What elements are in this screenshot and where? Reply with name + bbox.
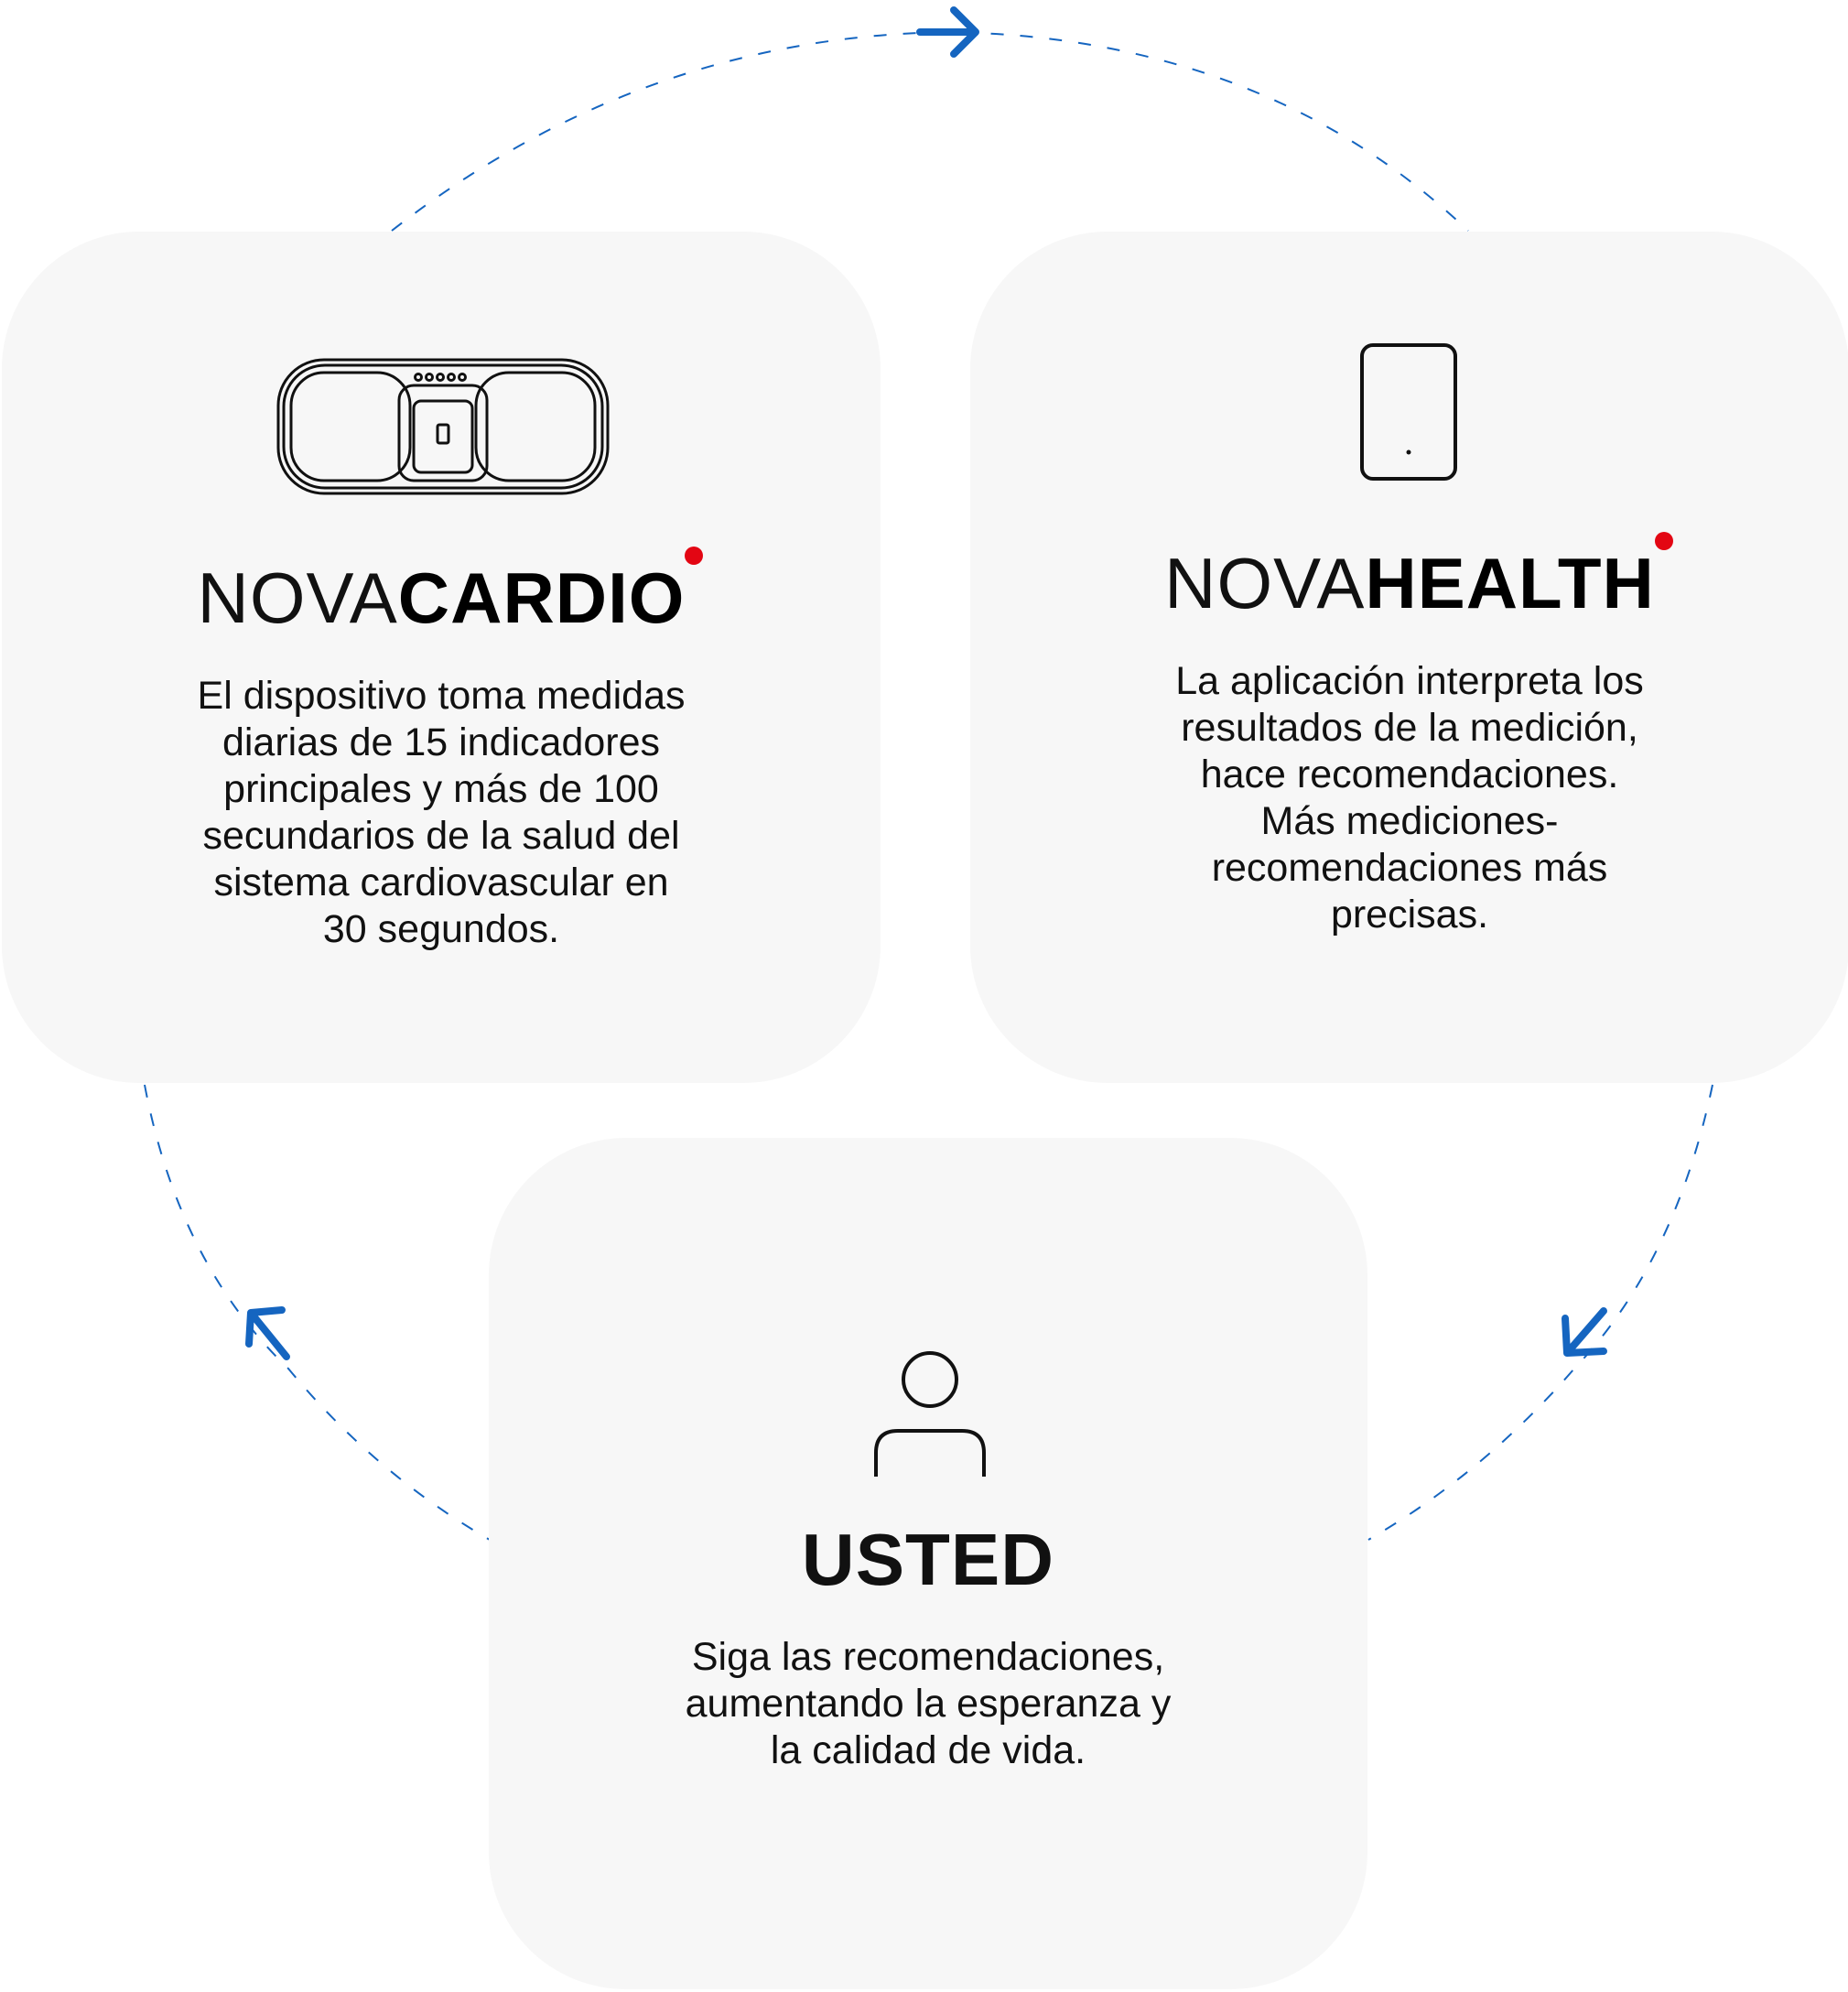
description-line: recomendaciones más <box>1211 846 1608 890</box>
dashed-cycle-path <box>144 30 1713 1541</box>
description-line: precisas. <box>1330 893 1489 936</box>
card-description: La aplicación interpreta los resultados … <box>1025 658 1794 938</box>
brand-logo-novacardio: NOVACARDIO <box>2 547 881 633</box>
arrow-right-icon <box>916 6 979 58</box>
dashed-path-right <box>1367 1084 1713 1541</box>
description-line: secundarios de la salud del <box>202 814 680 858</box>
card-title: USTED <box>801 1519 1055 1600</box>
description-line: sistema cardiovascular en <box>213 861 669 904</box>
description-line: principales y más de 100 <box>223 767 659 811</box>
description-line: aumentando la esperanza y <box>685 1682 1172 1726</box>
red-dot-icon <box>1654 532 1673 550</box>
description-line: diarias de 15 indicadores <box>222 720 661 764</box>
brand-name: CARDIO <box>397 547 704 638</box>
brand-prefix: NOVA <box>197 558 398 638</box>
card-description: El dispositivo toma medidas diarias de 1… <box>57 673 826 953</box>
card-novacardio: NOVACARDIO El dispositivo toma medidas d… <box>2 232 881 1083</box>
brand-name: HEALTH <box>1365 532 1673 623</box>
arrow-up-left-icon <box>245 1306 290 1360</box>
smartphone-icon <box>1360 343 1457 481</box>
card-description: Siga las recomendaciones, aumentando la … <box>544 1634 1313 1774</box>
card-usted: USTED Siga las recomendaciones, aumentan… <box>489 1138 1367 1989</box>
description-line: La aplicación interpreta los <box>1175 659 1644 703</box>
red-dot-icon <box>685 547 704 565</box>
brand-prefix: NOVA <box>1164 543 1366 623</box>
description-line: resultados de la medición, <box>1181 706 1638 750</box>
description-line: Siga las recomendaciones, <box>691 1635 1165 1679</box>
user-icon <box>874 1351 986 1477</box>
description-line: El dispositivo toma medidas <box>197 674 686 718</box>
description-line: 30 segundos. <box>322 907 560 951</box>
brand-name-text: CARDIO <box>397 558 686 638</box>
dashed-path-left <box>144 1084 491 1541</box>
device-icon <box>276 358 610 495</box>
description-line: hace recomendaciones. <box>1200 752 1619 796</box>
brand-name-text: HEALTH <box>1365 543 1655 623</box>
card-novahealth: NOVAHEALTH La aplicación interpreta los … <box>970 232 1848 1083</box>
arrow-down-left-icon <box>1562 1307 1607 1357</box>
dashed-path-top <box>391 30 1469 232</box>
description-line: la calidad de vida. <box>770 1728 1086 1772</box>
description-line: Más mediciones- <box>1260 799 1559 843</box>
brand-logo-novahealth: NOVAHEALTH <box>970 532 1848 619</box>
